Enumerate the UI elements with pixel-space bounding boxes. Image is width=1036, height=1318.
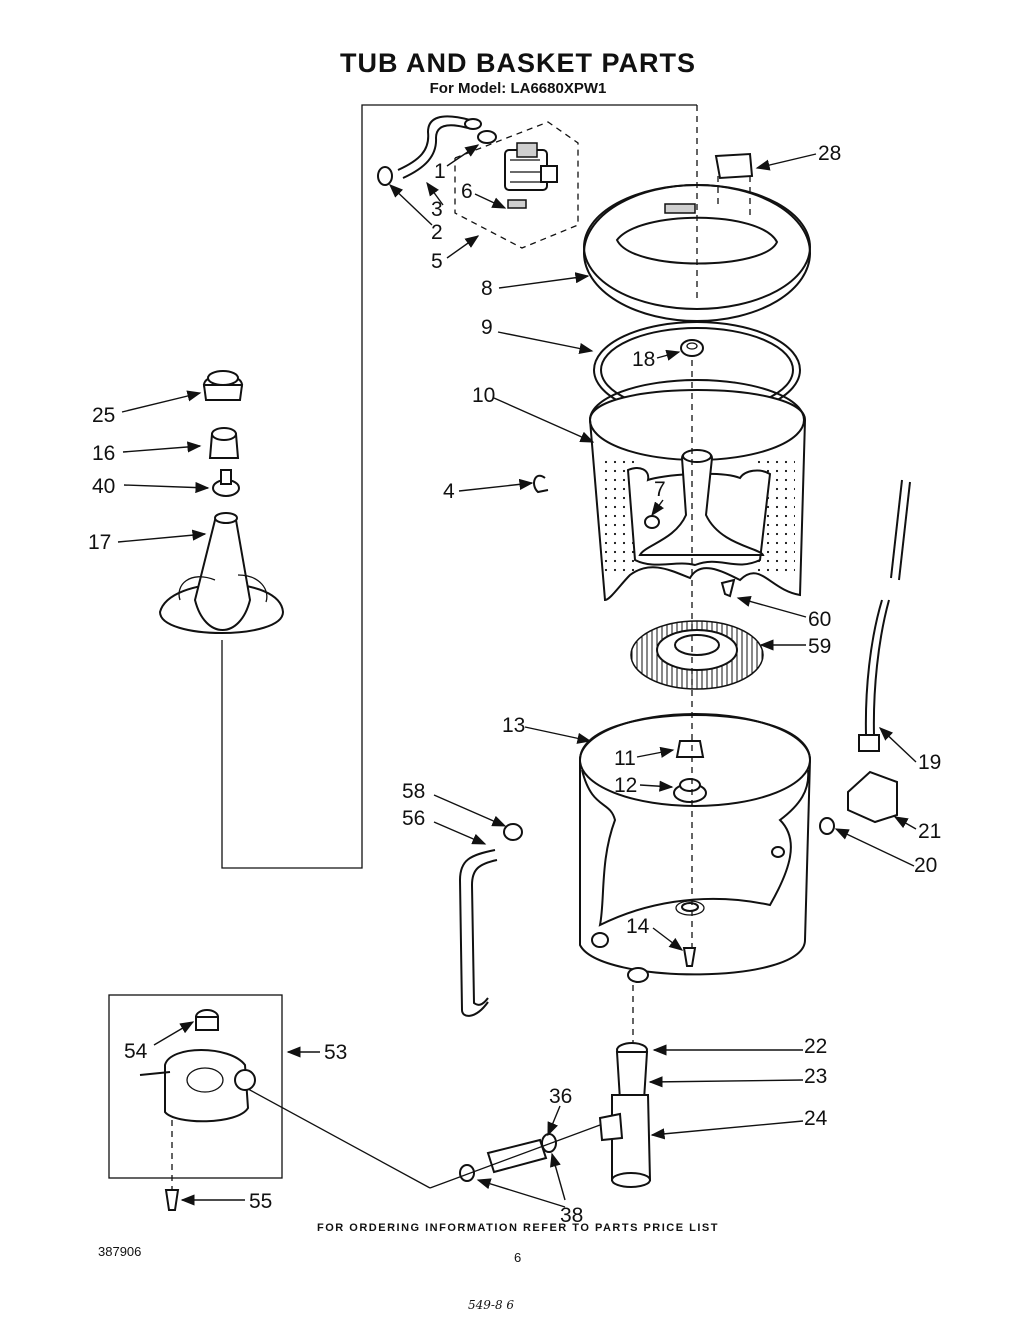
part-8-tub-ring [583, 105, 811, 322]
callout-21: 21 [918, 820, 941, 843]
part-56-hose [458, 849, 496, 1017]
callout-8: 8 [481, 277, 493, 300]
part-56-hose-inner [470, 859, 498, 1006]
callout-20: 20 [914, 854, 937, 877]
callout-28: 28 [818, 142, 841, 165]
callout-14: 14 [626, 915, 650, 938]
callout-6: 6 [461, 180, 473, 203]
group-outline [221, 104, 697, 869]
part-12-bearing [673, 778, 707, 803]
callout-23: 23 [804, 1065, 827, 1088]
part-21-valve-body [847, 770, 898, 824]
page-title: TUB AND BASKET PARTS [340, 48, 696, 78]
callout-17: 17 [88, 531, 111, 554]
callout-5: 5 [431, 250, 443, 273]
part-4-clip [533, 474, 549, 494]
part-13-outer-tub [579, 713, 812, 983]
callout-2: 2 [431, 221, 443, 244]
page-number: 6 [514, 1250, 522, 1265]
callout-4: 4 [443, 480, 455, 503]
part-59-hub [630, 620, 764, 690]
model-subtitle: For Model: LA6680XPW1 [429, 80, 607, 97]
callout-9: 9 [481, 316, 493, 339]
part-53-pump [139, 1009, 256, 1123]
callout-60: 60 [808, 608, 831, 631]
callout-25: 25 [92, 404, 115, 427]
part-58-clamp [503, 823, 523, 841]
callout-56: 56 [402, 807, 425, 830]
callout-40: 40 [92, 475, 115, 498]
callout-19: 19 [918, 751, 941, 774]
pump-group-box [108, 994, 283, 1179]
part-55-screw [164, 1189, 180, 1211]
callout-1: 1 [434, 160, 446, 183]
callout-24: 24 [804, 1107, 828, 1130]
part-22-24-drain [598, 1042, 652, 1188]
inlet-valve-group [377, 115, 579, 249]
part-20-grommet [819, 817, 835, 835]
callout-54: 54 [124, 1040, 148, 1063]
callout-11: 11 [614, 747, 636, 770]
part-40-nut [212, 469, 240, 497]
part-17-agitator [158, 512, 285, 634]
part-18-nut [680, 339, 704, 357]
part-14-plug [682, 947, 697, 967]
callout-18: 18 [632, 348, 655, 371]
callout-22: 22 [804, 1035, 827, 1058]
document-number: 387906 [98, 1244, 142, 1259]
callout-10: 10 [472, 384, 495, 407]
callout-7: 7 [654, 478, 666, 501]
callout-12: 12 [614, 774, 637, 797]
part-38-clamp-a [541, 1133, 557, 1153]
callout-53: 53 [324, 1041, 347, 1064]
part-60-cam [720, 578, 736, 598]
callout-labels: 1 3 2 5 6 28 8 9 18 10 4 7 60 59 13 11 1… [88, 142, 941, 1227]
callout-13: 13 [502, 714, 525, 737]
part-11-spline [675, 740, 705, 758]
callout-3: 3 [431, 198, 443, 221]
leader-lines [117, 144, 917, 1208]
ordering-note: FOR ORDERING INFORMATION REFER TO PARTS … [317, 1222, 719, 1234]
callout-36: 36 [549, 1085, 572, 1108]
part-19-hose [858, 479, 911, 752]
callout-59: 59 [808, 635, 831, 658]
callout-38: 38 [560, 1204, 583, 1227]
callout-16: 16 [92, 442, 115, 465]
callout-58: 58 [402, 780, 425, 803]
part-25-cap [202, 370, 244, 401]
part-28-plate [714, 152, 754, 180]
part-16-cap [208, 427, 240, 459]
callout-55: 55 [249, 1190, 272, 1213]
part-10-spin-basket [588, 379, 807, 602]
handwritten-note: 549-8 6 [468, 1298, 515, 1312]
part-38-clamp-b [459, 1164, 475, 1182]
